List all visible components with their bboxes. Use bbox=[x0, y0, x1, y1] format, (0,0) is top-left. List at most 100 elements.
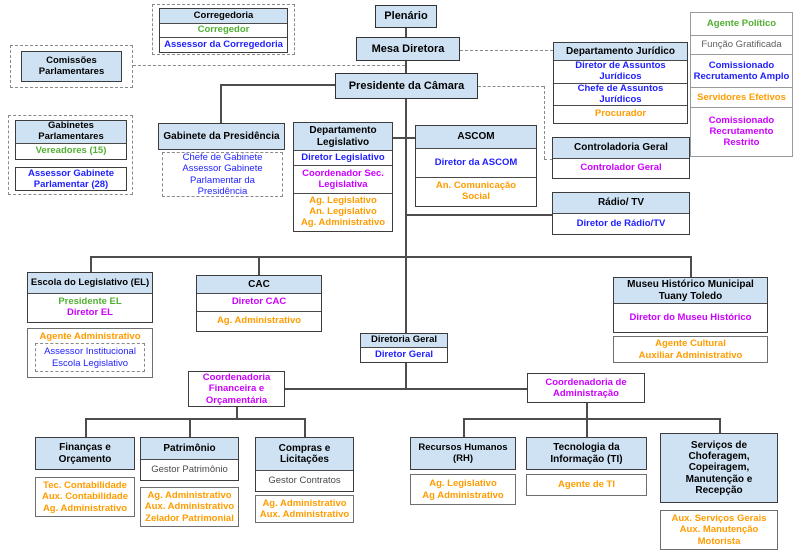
connector-line bbox=[90, 256, 92, 272]
node-title: Diretoria Geral bbox=[361, 334, 447, 348]
node-title: Corregedoria bbox=[160, 9, 287, 24]
connector-line-dashed bbox=[133, 65, 405, 66]
connector-line bbox=[258, 256, 260, 275]
group-gabinetes-parlamentares bbox=[8, 115, 133, 195]
role-diretor-assuntos-juridicos: Diretor de Assuntos Jurídicos bbox=[554, 60, 687, 84]
connector-line bbox=[220, 84, 222, 123]
node-departamento-legislativo: Departamento Legislativo Diretor Legisla… bbox=[293, 122, 393, 232]
node-title: Departamento Legislativo bbox=[294, 123, 392, 151]
staff-recursos-humanos: Ag. Legislativo Ag Administrativo bbox=[410, 474, 516, 505]
connector-line bbox=[90, 256, 690, 258]
staff-museu: Agente Cultural Auxiliar Administrativo bbox=[613, 336, 768, 363]
node-title: Gabinetes Parlamentares bbox=[16, 120, 126, 144]
legend-item-funcao-gratificada: Função Gratificada bbox=[691, 36, 792, 56]
connector-line-dashed bbox=[544, 159, 553, 160]
role-an-comunicacao-social: An. Comunicação Social bbox=[435, 180, 517, 202]
connector-line bbox=[405, 214, 552, 216]
node-title: CAC bbox=[197, 276, 321, 294]
staff-label: Ag. Administrativo Aux. Administrativo bbox=[259, 497, 350, 520]
group-corregedoria bbox=[152, 4, 295, 55]
node-radio-tv: Rádio/ TV Diretor de Rádio/TV bbox=[552, 192, 690, 235]
role-procurador: Procurador bbox=[594, 108, 647, 120]
node-coordenadoria-administracao: Coordenadoria de Administração bbox=[527, 373, 645, 403]
legend-item-servidores-efetivos: Servidores Efetivos bbox=[691, 88, 792, 108]
connector-line bbox=[405, 28, 407, 37]
connector-line bbox=[586, 418, 588, 437]
role-diretor-radio-tv: Diretor de Rádio/TV bbox=[576, 217, 666, 229]
node-title: Presidente da Câmara bbox=[348, 79, 465, 92]
staff-label: Agente Cultural Auxiliar Administrativo bbox=[638, 338, 743, 361]
connector-line bbox=[85, 418, 87, 437]
node-tecnologia-informacao: Tecnologia da Informação (TI) bbox=[526, 437, 647, 470]
connector-line bbox=[405, 99, 407, 333]
connector-line bbox=[463, 418, 465, 437]
node-title: ASCOM bbox=[416, 126, 536, 149]
role-diretor-geral: Diretor Geral bbox=[374, 348, 434, 360]
node-title: Departamento Jurídico bbox=[554, 43, 687, 61]
node-plenario: Plenário bbox=[375, 5, 437, 28]
node-title: Patrimônio bbox=[141, 438, 238, 460]
connector-line bbox=[304, 418, 306, 437]
node-financas-orcamento: Finanças e Orçamento bbox=[35, 437, 135, 470]
legend-item-agente-politico: Agente Político bbox=[691, 13, 792, 36]
staff-patrimonio: Ag. Administrativo Aux. Administrativo Z… bbox=[140, 487, 239, 527]
node-recursos-humanos: Recursos Humanos (RH) bbox=[410, 437, 516, 470]
group-comissoes bbox=[10, 45, 133, 88]
node-title: Museu Histórico Municipal Tuany Toledo bbox=[614, 278, 767, 304]
staff-label: Ag. Administrativo Aux. Administrativo Z… bbox=[144, 490, 235, 524]
connector-line bbox=[586, 403, 588, 418]
node-gabinetes-parlamentares: Gabinetes Parlamentares Vereadores (15) bbox=[15, 120, 127, 160]
node-title: Coordenadoria de Administração bbox=[545, 376, 627, 399]
node-coordenadoria-financeira: Coordenadoria Financeira e Orçamentária bbox=[188, 371, 285, 407]
connector-line-dashed bbox=[460, 50, 553, 51]
node-title: Comissões Parlamentares bbox=[38, 54, 105, 77]
role-presidente-diretor-el: Presidente EL Diretor EL bbox=[28, 294, 152, 322]
connector-line bbox=[405, 61, 407, 73]
staff-financas-orcamento: Tec. Contabilidade Aux. Contabilidade Ag… bbox=[35, 477, 135, 517]
role-assessor-institucional: Assessor Institucional Escola Legislativ… bbox=[35, 343, 145, 373]
node-title: Gabinete da Presidência bbox=[163, 130, 280, 142]
connector-line bbox=[405, 361, 407, 389]
staff-gabinete-presidencia: Chefe de Gabinete Assessor Gabinete Parl… bbox=[162, 152, 283, 197]
node-title: Compras e Licitações bbox=[256, 438, 353, 471]
node-gabinete-presidencia: Gabinete da Presidência bbox=[158, 123, 285, 150]
staff-label: Ag. Legislativo Ag Administrativo bbox=[422, 478, 504, 501]
legend: Agente Político Função Gratificada Comis… bbox=[690, 12, 793, 157]
staff-servicos-gerais: Aux. Serviços Gerais Aux. Manutenção Mot… bbox=[660, 510, 778, 550]
staff-compras-licitacoes: Ag. Administrativo Aux. Administrativo bbox=[255, 495, 354, 523]
connector-line bbox=[85, 418, 305, 420]
node-diretoria-geral: Diretoria Geral Diretor Geral bbox=[360, 333, 448, 363]
connector-line bbox=[393, 137, 415, 139]
node-museu: Museu Histórico Municipal Tuany Toledo D… bbox=[613, 277, 768, 333]
role-assessor-gabinete-parlamentar: Assessor Gabinete Parlamentar (28) bbox=[15, 167, 127, 191]
node-title: Plenário bbox=[384, 10, 428, 23]
connector-line bbox=[690, 256, 692, 277]
role-gestor-contratos: Gestor Contratos bbox=[268, 474, 341, 486]
node-cac: CAC Diretor CAC Ag. Administrativo bbox=[196, 275, 322, 332]
node-patrimonio: Patrimônio Gestor Patrimônio bbox=[140, 437, 239, 481]
staff-label: Chefe de Gabinete Assessor Gabinete Parl… bbox=[182, 152, 263, 197]
role-corregedor: Corregedor bbox=[160, 24, 287, 38]
staff-departamento-legislativo: Ag. Legislativo An. Legislativo Ag. Admi… bbox=[300, 195, 386, 228]
node-title: Rádio/ TV bbox=[553, 193, 689, 214]
connector-line-dashed bbox=[544, 86, 545, 159]
role-diretor-museu: Diretor do Museu Histórico bbox=[629, 311, 752, 323]
node-controladoria-geral: Controladoria Geral Controlador Geral bbox=[552, 137, 690, 179]
role-gestor-patrimonio: Gestor Patrimônio bbox=[151, 463, 228, 475]
legend-item-comissionado-amplo: Comissionado Recrutamento Amplo bbox=[691, 55, 792, 88]
node-title: Finanças e Orçamento bbox=[58, 442, 112, 465]
staff-tecnologia-informacao: Agente de TI bbox=[526, 474, 647, 496]
node-title: Serviços de Choferagem, Copeiragem, Manu… bbox=[685, 440, 753, 496]
role-diretor-legislativo: Diretor Legislativo bbox=[294, 151, 392, 166]
node-title: Controladoria Geral bbox=[553, 138, 689, 159]
connector-line bbox=[285, 388, 527, 390]
connector-line bbox=[463, 418, 719, 420]
role-ag-administrativo-cac: Ag. Administrativo bbox=[216, 315, 302, 327]
staff-label: Agente de TI bbox=[557, 479, 615, 491]
connector-line bbox=[719, 418, 721, 433]
node-title: Coordenadoria Financeira e Orçamentária bbox=[202, 372, 271, 406]
node-comissoes-parlamentares: Comissões Parlamentares bbox=[21, 51, 122, 82]
role-agente-administrativo: Agente Administrativo bbox=[39, 331, 141, 342]
connector-line bbox=[189, 418, 191, 437]
role-assessor-corregedoria: Assessor da Corregedoria bbox=[164, 38, 283, 50]
